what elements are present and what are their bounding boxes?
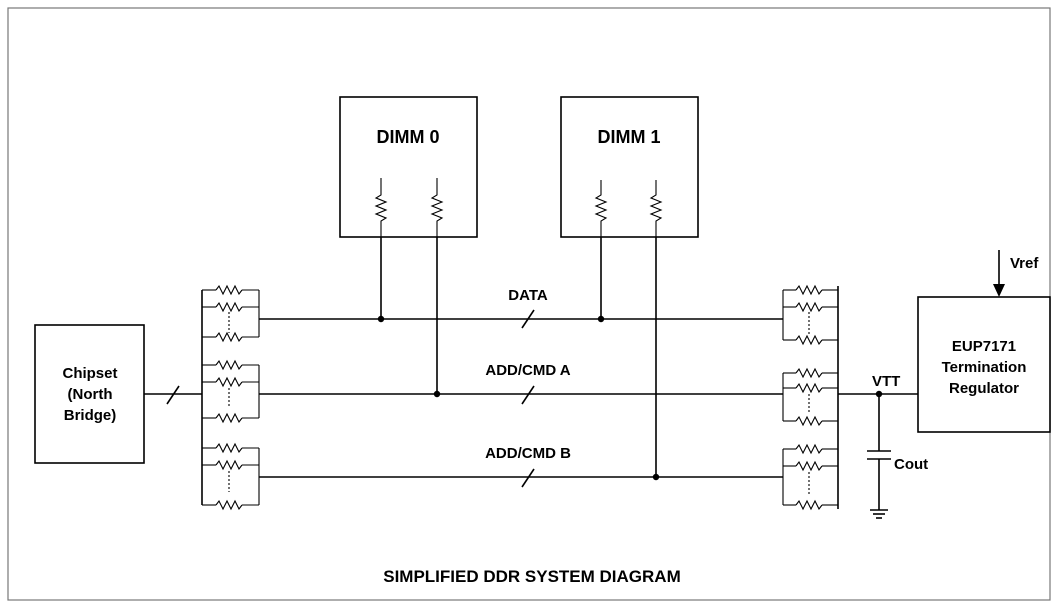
- dimm-0-resistor-1: [374, 178, 388, 237]
- vtt-label: VTT: [872, 373, 900, 390]
- right-resistor-pack-data: [782, 284, 838, 346]
- dimm-1-label: DIMM 1: [598, 127, 661, 147]
- vref-arrow-icon: [993, 250, 1005, 297]
- bus-width-slash: [166, 385, 180, 405]
- regulator-label-line-1: EUP7171: [952, 338, 1016, 355]
- dimm-0-resistor-2: [430, 178, 444, 237]
- chipset-label-line-3: Bridge): [64, 407, 117, 424]
- regulator-label-line-3: Regulator: [949, 380, 1019, 397]
- dimm-0-block: DIMM 0: [339, 96, 478, 238]
- vref-label: Vref: [1010, 255, 1039, 272]
- chipset-label-line-1: Chipset: [62, 365, 117, 382]
- left-resistor-pack-addcmd-b: [202, 442, 260, 511]
- addcmd-b-bus-label: ADD/CMD B: [485, 445, 571, 462]
- dimm-0-label: DIMM 0: [377, 127, 440, 147]
- diagram-frame: [7, 7, 1051, 601]
- bus-width-slash: [521, 385, 535, 405]
- right-resistor-pack-addcmd-a: [782, 367, 838, 427]
- chipset-label-line-2: (North: [68, 386, 113, 403]
- data-bus-label: DATA: [508, 287, 548, 304]
- bus-width-slash: [521, 309, 535, 329]
- dimm-1-resistor-1: [594, 180, 608, 237]
- regulator-block: EUP7171 Termination Regulator: [917, 296, 1051, 433]
- left-resistor-pack-addcmd-a: [202, 359, 260, 424]
- addcmd-a-bus-label: ADD/CMD A: [485, 362, 570, 379]
- dimm-1-block: DIMM 1: [560, 96, 699, 238]
- right-resistor-pack-addcmd-b: [782, 443, 838, 511]
- regulator-label-line-2: Termination: [942, 359, 1027, 376]
- left-resistor-pack-data: [202, 284, 260, 343]
- cout-capacitor: [867, 394, 891, 510]
- cout-label: Cout: [894, 456, 928, 473]
- diagram-title: SIMPLIFIED DDR SYSTEM DIAGRAM: [383, 567, 681, 586]
- chipset-block: Chipset (North Bridge): [34, 324, 145, 464]
- dimm-1-resistor-2: [649, 180, 663, 237]
- ground-symbol: [870, 509, 888, 519]
- bus-width-slash: [521, 468, 535, 488]
